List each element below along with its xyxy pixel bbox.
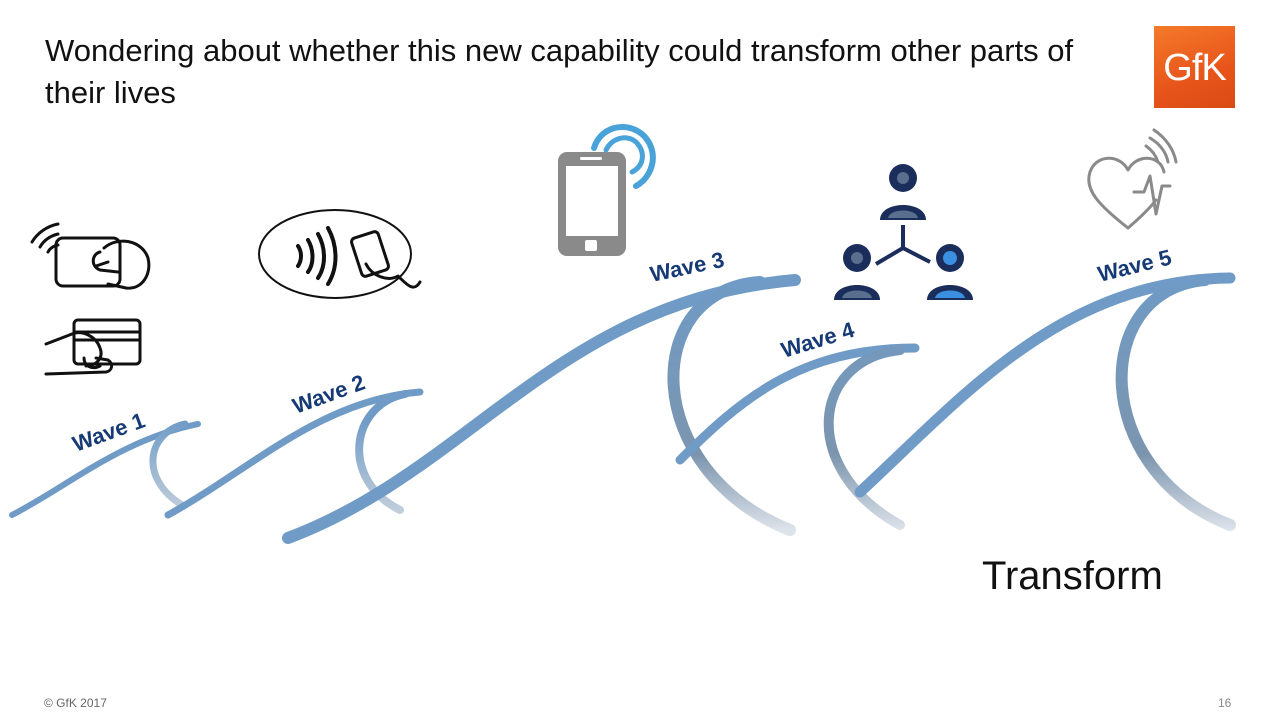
card-in-hand-icon — [44, 318, 142, 376]
slide-title: Wondering about whether this new capabil… — [45, 33, 1074, 110]
wave-2-label: Wave 2 — [289, 370, 368, 419]
contactless-card-icon — [30, 222, 151, 290]
contactless-payment-icon — [258, 209, 422, 299]
wave-5: Wave 5 — [854, 244, 1236, 531]
wave-3-label: Wave 3 — [648, 247, 727, 287]
heart-health-icon — [1087, 128, 1178, 230]
people-network-icon — [834, 164, 973, 300]
transform-label: Transform — [982, 554, 1163, 598]
wave-4: Wave 4 — [675, 317, 920, 530]
page-number: 16 — [1218, 696, 1232, 710]
wave-1: Wave 1 — [9, 408, 201, 518]
smartphone-nfc-icon — [558, 123, 656, 256]
copyright-footer: © GfK 2017 — [44, 696, 107, 710]
wave-1-label: Wave 1 — [69, 408, 148, 457]
gfk-logo: GfK — [1154, 26, 1235, 108]
